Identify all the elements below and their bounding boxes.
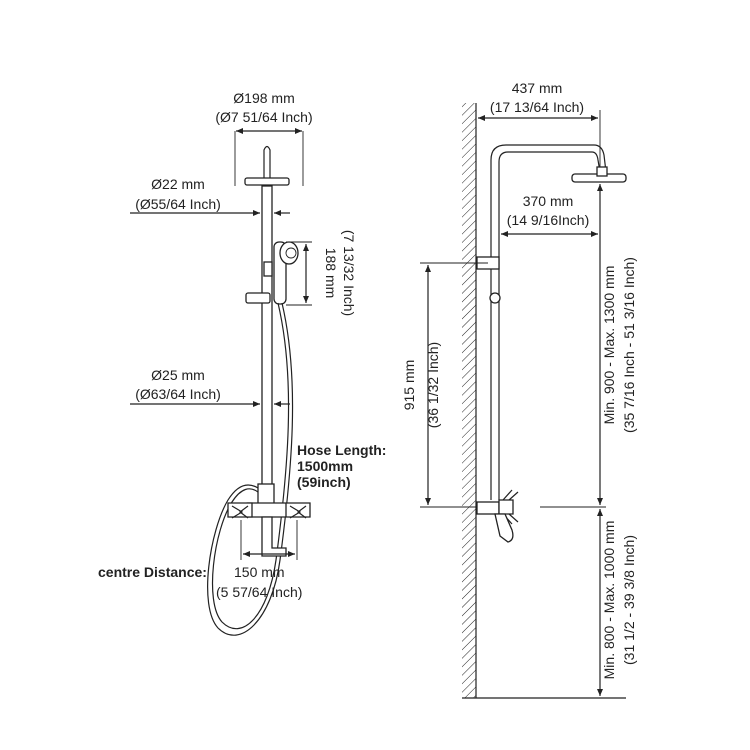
mixer-valve-front <box>227 483 311 557</box>
head-reach-inch: (14 9/16Inch) <box>507 212 590 228</box>
hose-length-title: Hose Length: <box>297 442 386 458</box>
hose-length-inch: (59inch) <box>297 474 351 490</box>
head-reach-mm: 370 mm <box>523 193 574 209</box>
front-view: Ø198 mm (Ø7 51/64 Inch) Ø22 mm (Ø55/64 I… <box>98 90 386 636</box>
arm-length-inch: (17 13/64 Inch) <box>490 99 584 115</box>
bracket-to-mixer-mm: 915 mm <box>401 360 417 411</box>
hand-shower-front <box>273 241 299 305</box>
centre-distance-label: centre Distance: <box>98 564 207 580</box>
side-view: 437 mm (17 13/64 Inch) 370 mm (14 9/16In… <box>401 80 637 699</box>
shower-hose <box>207 302 294 636</box>
upper-pipe-diameter-mm: Ø22 mm <box>151 176 205 192</box>
mixer-valve-side <box>476 489 519 543</box>
riser-pipe-front <box>245 185 273 487</box>
floor-to-mixer-inch: (31 1/2 - 39 3/8 Inch) <box>621 535 637 665</box>
upper-pipe-diameter-inch: (Ø55/64 Inch) <box>135 196 221 212</box>
hose-length-mm: 1500mm <box>297 458 353 474</box>
centre-distance-mm: 150 mm <box>234 564 285 580</box>
mixer-to-head-range: Min. 900 - Max. 1300 mm <box>601 266 617 425</box>
mixer-to-head-inch: (35 7/16 Inch - 51 3/16 Inch) <box>621 257 637 433</box>
riser-pipe-side <box>476 144 627 500</box>
head-diameter-inch: (Ø7 51/64 Inch) <box>215 109 312 125</box>
head-diameter-mm: Ø198 mm <box>233 90 294 106</box>
arm-length-mm: 437 mm <box>512 80 563 96</box>
shower-head-front <box>234 131 304 186</box>
hand-shower-height-mm: 188 mm <box>323 248 339 299</box>
hand-shower-height-inch: (7 13/32 Inch) <box>341 230 357 316</box>
lower-pipe-diameter-inch: (Ø63/64 Inch) <box>135 386 221 402</box>
bracket-to-mixer-inch: (36 1/32 Inch) <box>425 342 441 428</box>
lower-pipe-diameter-mm: Ø25 mm <box>151 367 205 383</box>
wall-hatch <box>462 103 476 698</box>
centre-distance-inch: (5 57/64 Inch) <box>216 584 302 600</box>
floor-to-mixer-range: Min. 800 - Max. 1000 mm <box>601 521 617 680</box>
